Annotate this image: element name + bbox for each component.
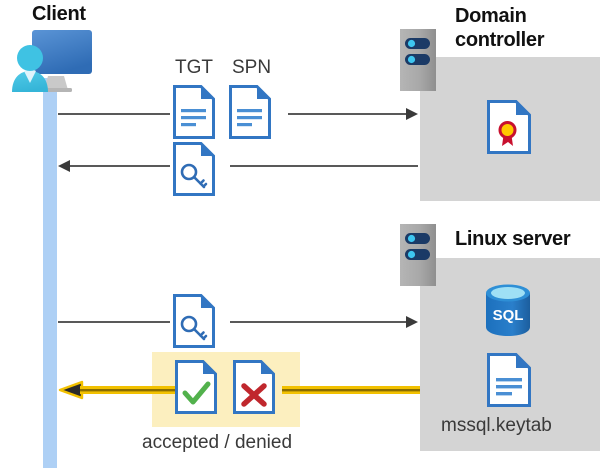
- message-arrow-auth-result: [58, 380, 420, 400]
- message-arrow-present-service-ticket: [58, 314, 418, 330]
- domain-controller-label-line2: controller: [455, 29, 545, 51]
- tgt-label: TGT: [175, 57, 213, 78]
- check-document-icon: [175, 360, 217, 414]
- key-document-icon-ticket: [173, 142, 215, 196]
- spn-document-icon: [229, 85, 271, 139]
- message-arrow-request-tgt-spn: [58, 106, 418, 122]
- cross-document-icon: [233, 360, 275, 414]
- client-label: Client: [32, 3, 86, 25]
- tgt-document-icon: [173, 85, 215, 139]
- domain-controller-label-line1: Domain: [455, 5, 527, 27]
- linux-server-server-icon: [400, 224, 436, 286]
- client-lifeline: [43, 78, 57, 468]
- certificate-document-icon: [487, 100, 531, 154]
- domain-controller-server-icon: [400, 29, 436, 91]
- keytab-document-icon: [487, 353, 531, 407]
- spn-label: SPN: [232, 57, 272, 78]
- linux-server-label: Linux server: [455, 228, 571, 250]
- keytab-file-label: mssql.keytab: [441, 415, 552, 436]
- sql-database-icon: SQL: [483, 283, 533, 337]
- sql-database-label: SQL: [493, 307, 524, 324]
- message-arrow-return-service-ticket: [58, 158, 418, 174]
- key-document-icon-request: [173, 294, 215, 348]
- client-workstation-icon: [4, 26, 96, 96]
- auth-result-caption: accepted / denied: [142, 432, 293, 453]
